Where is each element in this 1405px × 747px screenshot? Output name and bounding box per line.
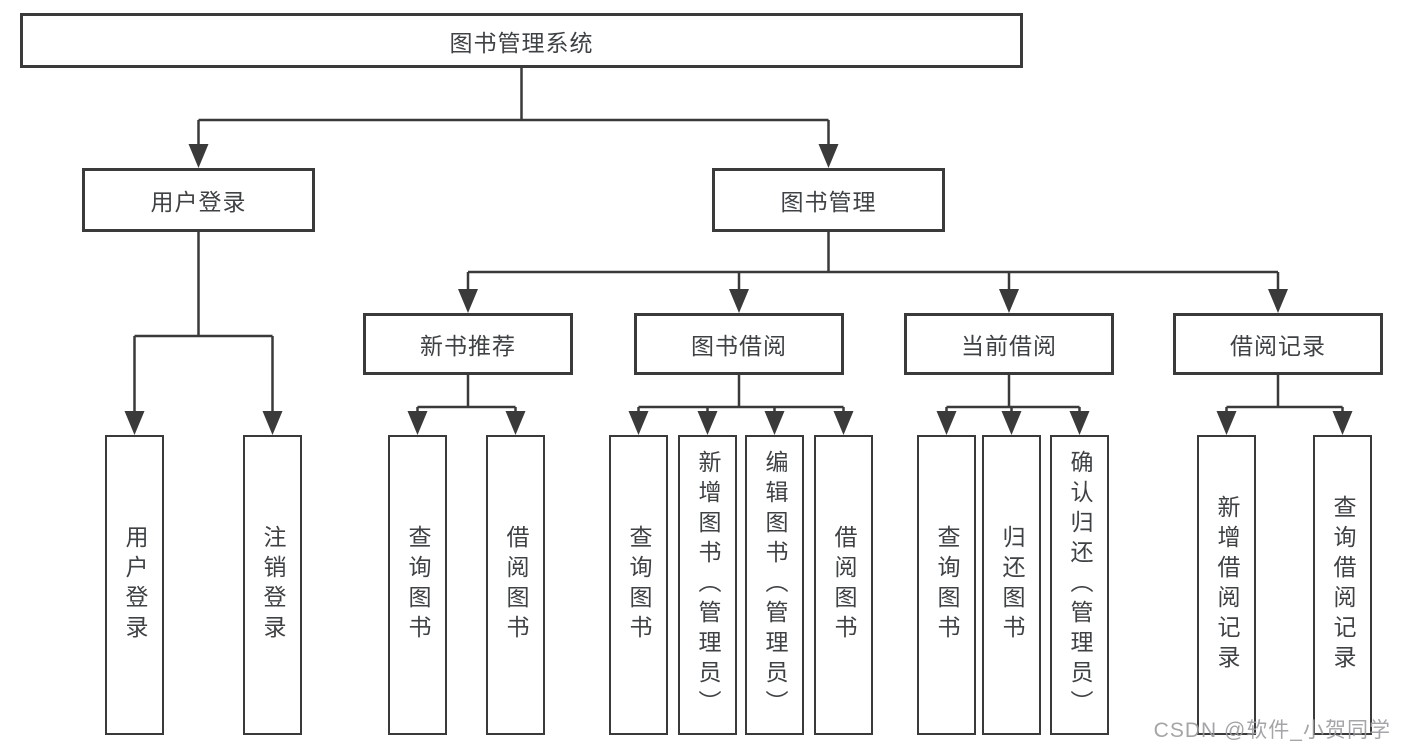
node-label: 图书借阅 bbox=[691, 333, 787, 359]
node-label: 用户登录 bbox=[122, 525, 148, 645]
node-label: 注销登录 bbox=[260, 525, 286, 645]
leaf-user-login: 用户登录 bbox=[105, 435, 164, 735]
leaf-query-books-current: 查询图书 bbox=[917, 435, 976, 735]
node-library-management-system: 图书管理系统 bbox=[20, 13, 1023, 68]
leaf-confirm-return-admin: 确认归还（管理员） bbox=[1050, 435, 1109, 735]
node-current-borrow: 当前借阅 bbox=[904, 313, 1114, 375]
node-label: 查询图书 bbox=[626, 525, 652, 645]
leaf-add-books-admin: 新增图书（管理员） bbox=[678, 435, 737, 735]
node-label: 查询借阅记录 bbox=[1330, 495, 1356, 675]
node-label: 图书管理 bbox=[780, 189, 877, 215]
node-label: 用户登录 bbox=[150, 189, 247, 215]
leaf-query-books-borrow: 查询图书 bbox=[609, 435, 668, 735]
leaf-query-books-recommend: 查询图书 bbox=[388, 435, 447, 735]
node-label: 查询图书 bbox=[405, 525, 431, 645]
leaf-add-borrow-record: 新增借阅记录 bbox=[1197, 435, 1256, 735]
node-label: 新增图书（管理员） bbox=[695, 450, 721, 720]
node-label: 新增借阅记录 bbox=[1214, 495, 1240, 675]
node-label: 确认归还（管理员） bbox=[1067, 450, 1093, 720]
leaf-edit-books-admin: 编辑图书（管理员） bbox=[745, 435, 804, 735]
node-label: 借阅图书 bbox=[831, 525, 857, 645]
node-label: 当前借阅 bbox=[961, 333, 1057, 359]
leaf-borrow-books: 借阅图书 bbox=[814, 435, 873, 735]
node-label: 图书管理系统 bbox=[449, 29, 594, 56]
node-new-book-recommend: 新书推荐 bbox=[363, 313, 573, 375]
leaf-return-books: 归还图书 bbox=[982, 435, 1041, 735]
node-label: 查询图书 bbox=[934, 525, 960, 645]
node-user-login: 用户登录 bbox=[82, 168, 315, 232]
leaf-query-borrow-record: 查询借阅记录 bbox=[1313, 435, 1372, 735]
leaf-borrow-books-recommend: 借阅图书 bbox=[486, 435, 545, 735]
node-label: 新书推荐 bbox=[420, 333, 516, 359]
node-borrow-records: 借阅记录 bbox=[1173, 313, 1383, 375]
node-label: 借阅图书 bbox=[503, 525, 529, 645]
leaf-logout: 注销登录 bbox=[243, 435, 302, 735]
csdn-watermark: CSDN @软件_小贺同学 bbox=[1153, 719, 1391, 742]
node-label: 编辑图书（管理员） bbox=[762, 450, 788, 720]
node-book-management: 图书管理 bbox=[712, 168, 945, 232]
node-book-borrow: 图书借阅 bbox=[634, 313, 844, 375]
node-label: 归还图书 bbox=[999, 525, 1025, 645]
node-label: 借阅记录 bbox=[1230, 333, 1326, 359]
